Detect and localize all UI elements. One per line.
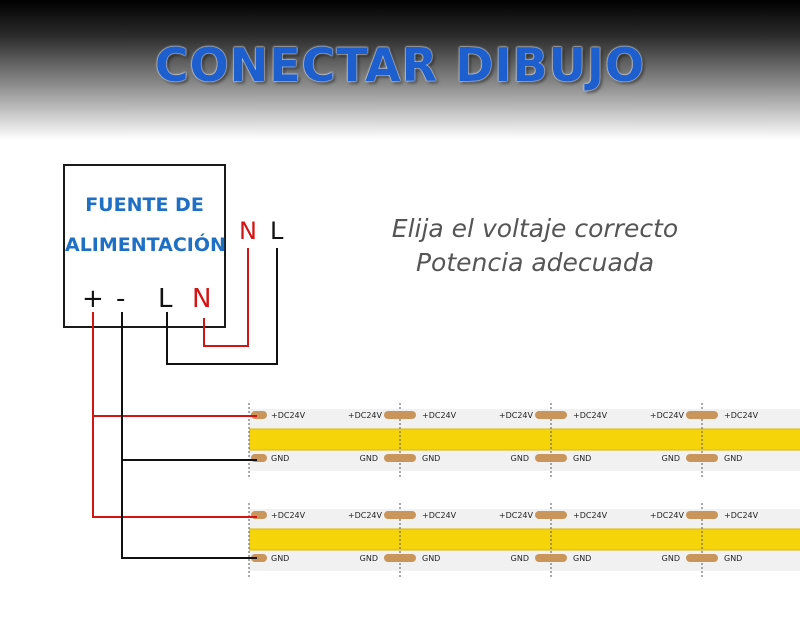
mains-n-label: N <box>239 217 257 245</box>
solder-pad-pos <box>384 411 416 419</box>
terminal-n: N <box>192 284 212 314</box>
pos-label: +DC24V <box>724 511 759 520</box>
black-wire-strip2 <box>121 312 257 559</box>
terminal-plus: + <box>82 284 104 314</box>
gnd-label: GND <box>271 454 289 463</box>
terminal-l: L <box>158 284 173 314</box>
pos-label: +DC24V <box>650 511 685 520</box>
gnd-label: GND <box>573 554 591 563</box>
strip-led-band <box>249 529 800 550</box>
solder-pad-gnd <box>686 454 718 462</box>
solder-pad-gnd <box>251 554 267 562</box>
mains-l-wire <box>166 248 278 365</box>
psu-label-line1: FUENTE DE <box>85 194 204 216</box>
pos-label: +DC24V <box>348 411 383 420</box>
gnd-label: GND <box>511 554 529 563</box>
solder-pad-gnd <box>535 454 567 462</box>
strip-led-band <box>249 429 800 450</box>
gnd-label: GND <box>724 554 742 563</box>
mains-n-wire <box>203 248 249 347</box>
power-supply-box: FUENTE DE ALIMENTACIÓN <box>63 164 226 328</box>
solder-pad-gnd <box>384 554 416 562</box>
pos-label: +DC24V <box>724 411 759 420</box>
solder-pad-pos <box>535 411 567 419</box>
solder-pad-pos <box>384 511 416 519</box>
led-strips: +DC24V GND +DC24V GND +DC24V GND +DC24V GND +DC2… <box>248 403 800 577</box>
gnd-label: GND <box>573 454 591 463</box>
led-strip: +DC24V GND +DC24V GND +DC24V GND +DC24V GND +DC2… <box>248 403 800 477</box>
solder-pad-pos <box>686 411 718 419</box>
header-banner <box>0 0 800 140</box>
pos-label: +DC24V <box>422 411 457 420</box>
gnd-label: GND <box>360 554 378 563</box>
pos-label: +DC24V <box>573 411 608 420</box>
terminal-minus: - <box>116 284 126 314</box>
solder-pad-gnd <box>535 554 567 562</box>
solder-pad-pos <box>686 511 718 519</box>
pos-label: +DC24V <box>271 511 306 520</box>
gnd-label: GND <box>511 454 529 463</box>
pos-label: +DC24V <box>499 411 534 420</box>
red-wire-strip2 <box>92 312 257 518</box>
pos-label: +DC24V <box>573 511 608 520</box>
pos-label: +DC24V <box>422 511 457 520</box>
gnd-label: GND <box>271 554 289 563</box>
psu-label-line2: ALIMENTACIÓN <box>65 234 226 256</box>
page-title: CONECTAR DIBUJO <box>154 38 646 92</box>
pos-label: +DC24V <box>271 411 306 420</box>
gnd-label: GND <box>422 554 440 563</box>
solder-pad-gnd <box>384 454 416 462</box>
solder-pad-pos <box>535 511 567 519</box>
solder-pad-gnd <box>686 554 718 562</box>
note-voltage: Elija el voltaje correcto <box>391 214 679 243</box>
gnd-label: GND <box>360 454 378 463</box>
gnd-label: GND <box>724 454 742 463</box>
gnd-label: GND <box>662 454 680 463</box>
mains-l-label: L <box>270 217 284 245</box>
gnd-label: GND <box>662 554 680 563</box>
note-power: Potencia adecuada <box>415 248 655 277</box>
gnd-label: GND <box>422 454 440 463</box>
pos-label: +DC24V <box>650 411 685 420</box>
wires <box>92 248 278 559</box>
pos-label: +DC24V <box>348 511 383 520</box>
pos-label: +DC24V <box>499 511 534 520</box>
led-strip: +DC24V GND +DC24V GND +DC24V GND +DC24V GND +DC2… <box>248 503 800 577</box>
